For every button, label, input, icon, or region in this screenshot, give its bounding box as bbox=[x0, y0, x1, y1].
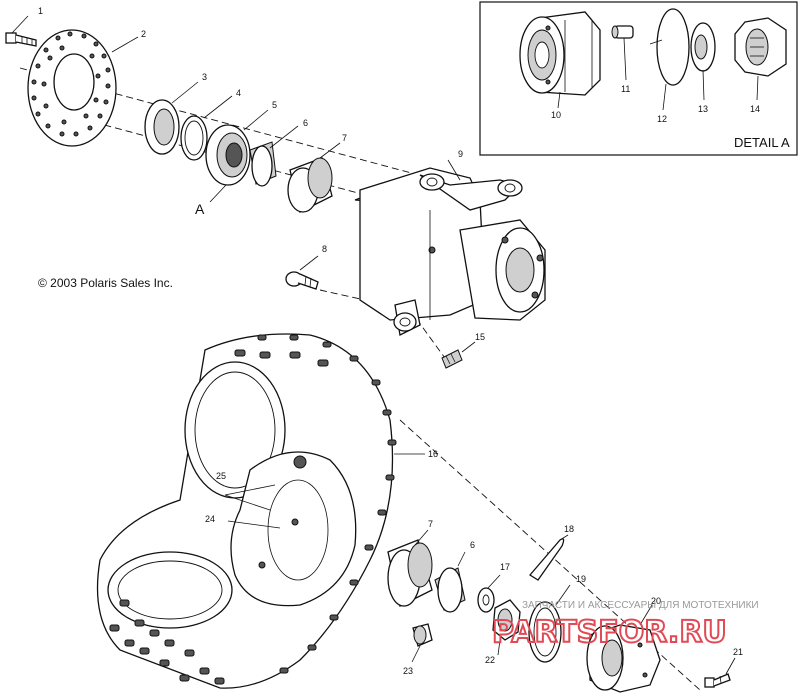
callout-25: 25 bbox=[216, 471, 226, 481]
part-3-seal bbox=[144, 81, 199, 155]
part-2-brake-disc bbox=[27, 29, 139, 147]
callout-14: 14 bbox=[750, 104, 760, 114]
part-5-bearing bbox=[205, 109, 269, 203]
part-7b-cup bbox=[387, 529, 433, 607]
callout-17: 17 bbox=[500, 562, 510, 572]
callout-24: 24 bbox=[205, 514, 215, 524]
watermark-text: ЗАПЧАСТИ И АКСЕССУАРЫ ДЛЯ МОТОТЕХНИКИ bbox=[522, 600, 759, 611]
part-18-cotter-pin bbox=[529, 534, 569, 581]
callouts: 1 2 3 4 5 6 7 8 9 15 16 17 18 19 20 21 2… bbox=[38, 6, 743, 676]
part-7-cup bbox=[287, 142, 341, 213]
part-13-spacer bbox=[690, 22, 716, 101]
callout-13: 13 bbox=[698, 104, 708, 114]
part-19-ring bbox=[528, 584, 571, 663]
part-10-hub-detail bbox=[519, 11, 601, 109]
callout-6: 6 bbox=[303, 118, 308, 128]
callout-7: 7 bbox=[342, 133, 347, 143]
callout-21: 21 bbox=[733, 647, 743, 657]
detail-a-panel: DETAIL A bbox=[479, 1, 798, 156]
callout-16: 16 bbox=[428, 449, 438, 459]
part-23-nut bbox=[411, 623, 433, 663]
part-8-bolt bbox=[285, 255, 319, 290]
part-9-knuckle bbox=[354, 159, 546, 336]
part-22-nut bbox=[492, 599, 521, 656]
rim bbox=[224, 451, 357, 607]
copyright-text: © 2003 Polaris Sales Inc. bbox=[38, 276, 173, 290]
callout-1: 1 bbox=[38, 6, 43, 16]
part-20-hub bbox=[586, 604, 661, 693]
callout-5: 5 bbox=[272, 100, 277, 110]
part-21-bolt bbox=[704, 657, 736, 688]
callout-7b: 7 bbox=[428, 519, 433, 529]
callout-19: 19 bbox=[576, 574, 586, 584]
callout-23: 23 bbox=[403, 666, 413, 676]
part-6-roller bbox=[249, 125, 299, 187]
part-1-bolt bbox=[5, 15, 37, 47]
part-12-washer bbox=[649, 8, 690, 111]
detail-a-frame bbox=[479, 1, 798, 156]
watermark-logo: PARTSFOR.RU bbox=[492, 615, 727, 650]
callout-9: 9 bbox=[458, 149, 463, 159]
detail-a-caption: DETAIL A bbox=[734, 135, 790, 150]
callout-8: 8 bbox=[322, 244, 327, 254]
part-4-snap-ring bbox=[180, 95, 233, 161]
callout-12: 12 bbox=[657, 114, 667, 124]
part-6b-roller bbox=[434, 551, 466, 613]
callout-4: 4 bbox=[236, 88, 241, 98]
callout-15: 15 bbox=[475, 332, 485, 342]
watermark: ЗАПЧАСТИ И АКСЕССУАРЫ ДЛЯ МОТОТЕХНИКИ PA… bbox=[491, 600, 759, 651]
callout-6b: 6 bbox=[470, 540, 475, 550]
part-17-washer bbox=[477, 574, 501, 613]
part-14-nut bbox=[734, 17, 787, 101]
callout-10: 10 bbox=[551, 110, 561, 120]
callout-22: 22 bbox=[485, 655, 495, 665]
callout-20: 20 bbox=[651, 596, 661, 606]
part-11-pin bbox=[611, 25, 634, 81]
part-15-stud bbox=[441, 341, 476, 369]
callout-18: 18 bbox=[564, 524, 574, 534]
callout-3: 3 bbox=[202, 72, 207, 82]
callout-2: 2 bbox=[141, 29, 146, 39]
detail-a-marker: A bbox=[195, 201, 205, 217]
callout-11: 11 bbox=[621, 84, 630, 94]
